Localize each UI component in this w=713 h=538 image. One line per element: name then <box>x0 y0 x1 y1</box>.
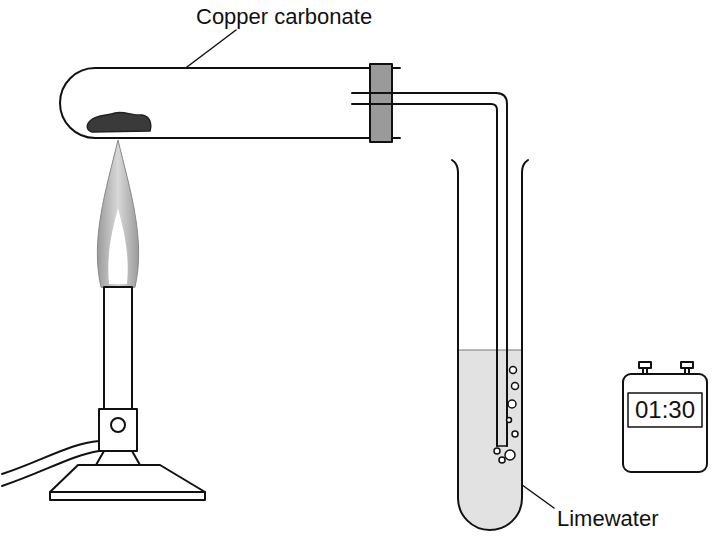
delivery-tube <box>352 93 507 446</box>
stopwatch-display <box>628 393 702 427</box>
gas-bubble <box>510 367 517 374</box>
test-tube-rim <box>392 67 400 69</box>
label-holder: Copper carbonate <box>196 4 372 29</box>
gas-bubble <box>508 400 516 408</box>
flame <box>97 140 138 287</box>
delivery-tube <box>352 104 497 446</box>
gas-bubble <box>499 457 505 463</box>
gas-bubble <box>507 418 512 423</box>
air-hole <box>111 418 125 432</box>
label-holder: Limewater <box>557 506 658 531</box>
test-tube <box>60 68 370 138</box>
part-label: Copper carbonate <box>196 4 372 29</box>
gas-hose <box>2 441 99 474</box>
delivery-tube-end <box>497 445 507 447</box>
gas-bubble <box>512 383 519 390</box>
stopwatch-body <box>623 374 707 472</box>
gas-hose <box>2 451 99 486</box>
burner-base-edge <box>50 491 205 493</box>
label-holder: 01:30 <box>629 394 701 426</box>
copper-carbonate-sample <box>87 113 151 132</box>
gas-bubble <box>512 431 518 437</box>
burner-barrel <box>104 287 132 409</box>
inner-flame <box>108 208 127 284</box>
test-tube-rim <box>392 137 400 139</box>
burner-collar <box>99 409 137 451</box>
burner-neck <box>96 451 140 465</box>
burner-base <box>50 465 205 500</box>
leader-line <box>518 482 554 508</box>
gas-bubble <box>505 450 515 460</box>
part-label: Limewater <box>557 506 658 531</box>
stopwatch-reading: 01:30 <box>629 394 701 426</box>
limewater-liquid <box>459 350 521 529</box>
liquid-surface <box>459 350 521 351</box>
boiling-tube <box>452 160 528 530</box>
gas-bubble <box>494 448 500 454</box>
